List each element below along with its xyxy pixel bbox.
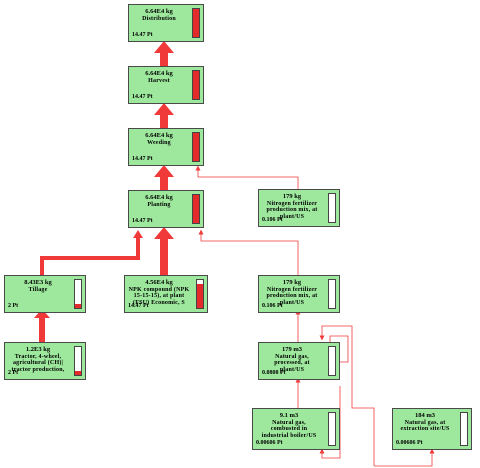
node-name: Planting (147, 202, 171, 208)
node-score: 14.47 Pt (132, 218, 153, 224)
process-node-planting[interactable]: 6.64E4 kg Planting 14.47 Pt (128, 190, 204, 228)
node-amount: 6.64E4 kg (145, 132, 173, 139)
impact-bar (196, 279, 204, 309)
node-score: 0.0808 Pt (262, 370, 286, 376)
node-name: Weeding (147, 140, 171, 146)
node-name: Nitrogen fertilizer production mix, at p… (266, 287, 318, 306)
node-score: 0.00606 Pt (396, 440, 423, 446)
process-node-tillage[interactable]: 8.43E3 kg Tillage 2 Pt (4, 275, 86, 313)
node-score: 0.106 Pt (262, 303, 283, 309)
node-score: 0.106 Pt (262, 217, 283, 223)
arrow-harvest-to-distribution (154, 41, 174, 66)
impact-bar (328, 346, 336, 376)
impact-bar (328, 193, 336, 223)
impact-bar-fill (193, 71, 199, 99)
node-name: Natural gas, processed, at plant/US (274, 354, 310, 373)
impact-bar (192, 194, 200, 224)
process-node-natural-gas-processed[interactable]: 179 m3 Natural gas, processed, at plant/… (258, 342, 340, 380)
node-name: Tractor, 4-wheel, agricultural (CH)| tra… (11, 354, 65, 373)
node-amount: 1.2E3 kg (25, 346, 51, 353)
node-amount: 179 kg (282, 193, 302, 200)
process-node-npk-compound[interactable]: 4.56E4 kg NPK compound (NPK 15-15-15), a… (124, 275, 208, 313)
node-name: Nitrogen fertilizer production mix, at p… (266, 201, 318, 220)
node-name: Natural gas, combusted in industrial boi… (261, 420, 317, 439)
impact-bar-fill (197, 284, 203, 308)
node-amount: 179 m3 (281, 346, 303, 353)
impact-bar (460, 412, 468, 446)
node-amount: 179 kg (282, 279, 302, 286)
node-score: 14.47 Pt (128, 303, 149, 309)
process-node-nitrogen-fertilizer-plant[interactable]: 179 kg Nitrogen fertilizer production mi… (258, 275, 340, 313)
node-name: NPK compound (NPK 15-15-15), at plant (F… (128, 287, 190, 306)
link-nfertplant-to-planting (198, 229, 299, 275)
node-amount: 8.43E3 kg (24, 279, 52, 286)
impact-bar-fill (193, 9, 199, 37)
process-node-harvest[interactable]: 6.64E4 kg Harvest 14.47 Pt (128, 66, 204, 104)
node-amount: 9.1 m3 (279, 412, 299, 419)
node-score: 0.00606 Pt (256, 440, 283, 446)
impact-bar (74, 346, 82, 376)
node-score: 14.47 Pt (132, 32, 153, 38)
node-name: Distribution (142, 16, 176, 22)
node-name: Tillage (28, 287, 48, 293)
impact-bar (328, 279, 336, 309)
process-node-natural-gas-extraction[interactable]: 184 m3 Natural gas, at extraction site/U… (392, 408, 472, 450)
process-node-distribution[interactable]: 6.64E4 kg Distribution 14.47 Pt (128, 4, 204, 42)
node-score: 2 Pt (8, 370, 19, 376)
link-loop-to-ngprocessed (319, 325, 375, 466)
node-name: Harvest (148, 78, 170, 84)
arrow-weeding-to-harvest (154, 103, 174, 128)
node-amount: 184 m3 (414, 412, 436, 419)
node-amount: 4.56E4 kg (145, 279, 173, 286)
process-node-nitrogen-fertilizer-mix[interactable]: 179 kg Nitrogen fertilizer production mi… (258, 189, 340, 227)
impact-bar-fill (193, 195, 199, 223)
node-name: Natural gas, at extraction site/US (400, 420, 450, 433)
impact-bar-fill (75, 371, 81, 375)
node-score: 14.47 Pt (132, 156, 153, 162)
arrow-tillage-to-planting (40, 230, 143, 275)
arrow-npk-to-planting (154, 227, 174, 275)
impact-bar-fill (75, 304, 81, 308)
impact-bar-fill (193, 133, 199, 161)
impact-bar (328, 412, 336, 446)
process-node-natural-gas-boiler[interactable]: 9.1 m3 Natural gas, combusted in industr… (252, 408, 340, 450)
node-score: 2 Pt (8, 303, 19, 309)
arrow-tractor-to-tillage (34, 309, 50, 342)
node-amount: 6.64E4 kg (145, 70, 173, 77)
link-loop-to-ngboiler (319, 386, 341, 459)
arrow-planting-to-weeding (154, 165, 174, 190)
link-ngprocessed-loop-out (329, 335, 349, 363)
process-node-weeding[interactable]: 6.64E4 kg Weeding 14.47 Pt (128, 128, 204, 166)
impact-bar (192, 70, 200, 100)
node-amount: 6.64E4 kg (145, 8, 173, 15)
node-score: 14.47 Pt (132, 94, 153, 100)
process-node-tractor[interactable]: 1.2E3 kg Tractor, 4-wheel, agricultural … (4, 342, 86, 380)
node-amount: 6.64E4 kg (145, 194, 173, 201)
impact-bar (74, 279, 82, 309)
link-nfertmix-to-weeding (195, 165, 299, 189)
link-to-ngextraction (374, 448, 435, 467)
impact-bar (192, 132, 200, 162)
impact-bar (192, 8, 200, 38)
